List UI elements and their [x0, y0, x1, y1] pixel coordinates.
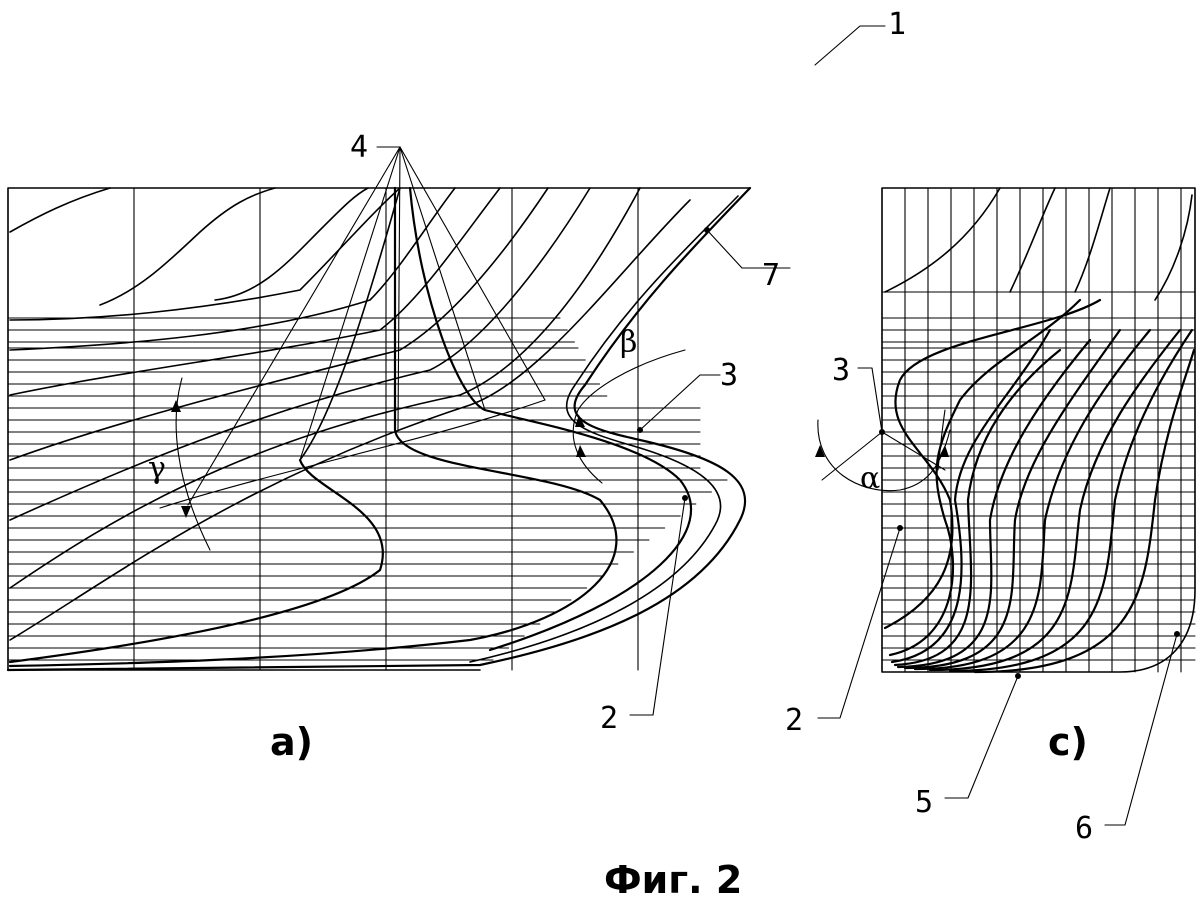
leader-3-right-dot — [879, 429, 885, 435]
leader-6-dot — [1174, 631, 1180, 637]
view-a-hull-profile — [6, 146, 791, 716]
label-5: 5 — [915, 785, 933, 820]
angle-beta-construction — [572, 349, 686, 484]
leader-7-dot — [704, 227, 710, 233]
view-a-outline-inner — [469, 195, 739, 663]
figure-caption: Фиг. 2 — [604, 858, 742, 902]
label-3-right: 3 — [832, 353, 850, 388]
leader-7 — [706, 229, 791, 269]
leader-3-left-dot — [637, 427, 643, 433]
view-c-waterlines — [881, 291, 1196, 661]
view-a-sections — [8, 186, 692, 668]
leader-2-right — [817, 527, 901, 719]
leader-2-left-dot — [682, 495, 688, 501]
leader-3-right — [857, 367, 883, 433]
leader-2-right-dot — [897, 525, 903, 531]
view-a-waterlines — [7, 317, 728, 661]
label-2-right: 2 — [785, 703, 803, 738]
view-c-body-plan — [815, 187, 1196, 826]
view-a-leader-4 — [187, 146, 546, 506]
angle-gamma-construction — [159, 377, 546, 551]
view-c-vertical-grid — [904, 187, 1182, 673]
caption-view-a: а) — [270, 720, 313, 764]
view-c-section-curves — [883, 187, 1196, 674]
caption-view-c: с) — [1048, 720, 1088, 764]
leader-5 — [944, 675, 1019, 799]
leader-6 — [1104, 633, 1178, 826]
angle-beta-label: β — [620, 325, 637, 360]
label-3-left: 3 — [720, 358, 738, 393]
label-1: 1 — [888, 7, 906, 42]
leader-1 — [814, 25, 886, 66]
leader-3-left — [639, 374, 721, 431]
label-7: 7 — [762, 258, 780, 293]
label-6: 6 — [1075, 811, 1093, 846]
leader-2-left — [629, 497, 686, 716]
view-a-buttock-lines — [9, 187, 691, 641]
label-2-left: 2 — [600, 701, 618, 736]
view-c-frame — [881, 187, 1196, 673]
angle-gamma-label: γ — [148, 451, 166, 486]
angle-alpha-label: α — [860, 461, 880, 496]
leader-5-dot — [1015, 673, 1021, 679]
view-a-hull-outline — [6, 186, 752, 672]
label-4: 4 — [350, 130, 368, 165]
